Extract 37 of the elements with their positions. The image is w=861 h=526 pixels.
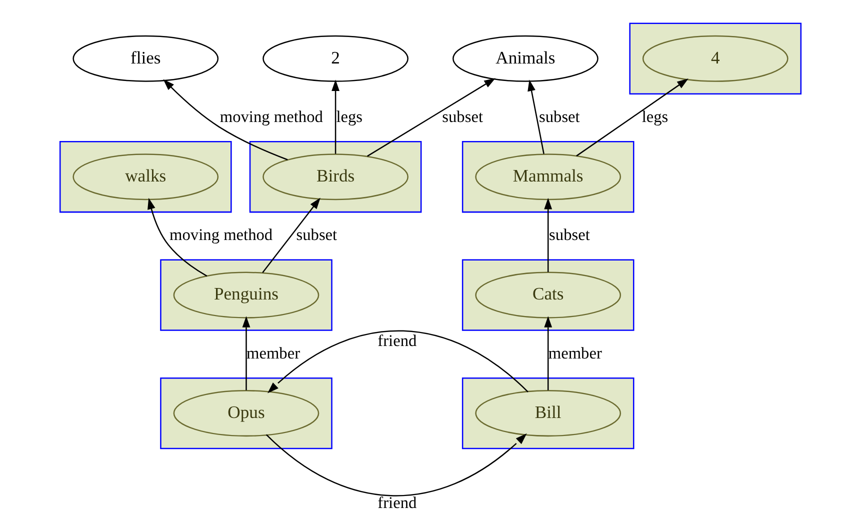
node-ellipse: 2 <box>262 35 408 82</box>
arrow <box>544 198 552 272</box>
edge-label: subset <box>442 107 483 126</box>
edge-label: legs <box>642 107 668 126</box>
edge-label: subset <box>296 225 338 244</box>
node-ellipse: Birds <box>262 154 408 200</box>
arrow <box>242 316 250 390</box>
arrow <box>163 79 288 160</box>
node-ellipse: Cats <box>475 272 622 318</box>
edge-label: member <box>548 343 602 362</box>
node-ellipse: Opus <box>173 390 320 437</box>
edge-label: subset <box>538 107 580 126</box>
arrow <box>268 330 528 394</box>
edge-label: friend <box>378 493 417 512</box>
cluster <box>249 141 422 213</box>
node-ellipse: flies <box>72 35 219 82</box>
arrow <box>528 80 544 154</box>
cluster <box>160 377 332 450</box>
cluster <box>59 141 232 213</box>
node-ellipse: Bill <box>475 390 622 437</box>
node-ellipse: Penguins <box>173 272 320 318</box>
edge-label: friend <box>378 330 417 350</box>
node-ellipse: walks <box>72 154 219 200</box>
edge-label: legs <box>336 107 363 126</box>
arrow <box>332 80 340 154</box>
cluster <box>462 259 634 331</box>
node-ellipse: 4 <box>642 35 788 82</box>
cluster <box>462 377 634 450</box>
edge-label: subset <box>549 225 590 244</box>
arrow <box>544 316 552 390</box>
edge-label: moving method <box>220 107 323 126</box>
node-ellipse: Mammals <box>475 154 622 200</box>
cluster <box>629 22 802 94</box>
cluster <box>160 259 332 331</box>
cluster <box>462 141 634 213</box>
node-ellipse: Animals <box>452 35 598 82</box>
edge-label: moving method <box>170 225 273 244</box>
